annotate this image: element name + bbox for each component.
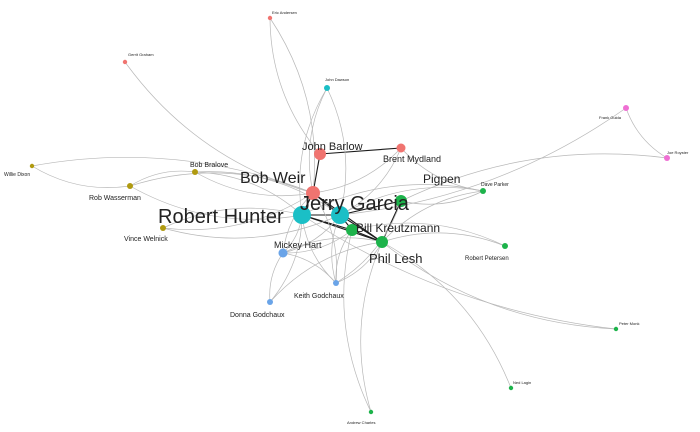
node-joe-royster[interactable]	[664, 155, 670, 161]
label-john-barlow: John Barlow	[302, 141, 363, 153]
label-joe-royster: Joe Royster	[667, 150, 689, 155]
edge-robert-hunter-rob-wasserman	[129, 185, 303, 220]
label-john-dawson: John Dawson	[325, 77, 349, 82]
label-bill-kreutzmann: Bill Kreutzmann	[356, 221, 440, 235]
edge-willie-dixon-rob-wasserman	[31, 165, 131, 188]
edge-robert-hunter-dave-parker	[301, 184, 484, 216]
label-donna-godchaux: Donna Godchaux	[230, 312, 285, 319]
edge-jerry-garcia-brent-mydland	[339, 147, 402, 216]
edge-pigpen-dave-parker	[400, 190, 484, 205]
node-eric-andersen[interactable]	[267, 15, 273, 21]
edge-phil-lesh-ned-lagin	[381, 241, 512, 389]
label-phil-lesh: Phil Lesh	[369, 251, 422, 266]
edge-frank-guida-joe-royster	[625, 107, 668, 159]
node-bob-bralove[interactable]	[192, 169, 198, 175]
label-gerrit-graham: Gerrit Graham	[128, 52, 154, 57]
edge-phil-lesh-donna-godchaux	[269, 241, 383, 303]
node-rob-wasserman[interactable]	[127, 183, 133, 189]
edge-mickey-hart-keith-godchaux	[282, 252, 337, 284]
edge-john-dawson-jerry-garcia	[326, 87, 347, 216]
edge-phil-lesh-mickey-hart	[282, 237, 383, 254]
label-peter-monk: Peter Monk	[619, 321, 639, 326]
edge-robert-hunter-vince-welnick	[162, 207, 303, 229]
node-phil-lesh[interactable]	[376, 236, 388, 248]
edge-jerry-garcia-vince-welnick	[162, 214, 341, 239]
label-ned-lagin: Ned Lagin	[513, 380, 531, 385]
edge-bill-kreutzmann-andrew-charles	[343, 229, 372, 413]
edge-bob-weir-john-dawson	[308, 87, 328, 194]
node-brent-mydland[interactable]	[396, 143, 406, 153]
label-keith-godchaux: Keith Godchaux	[294, 293, 344, 300]
edge-bill-kreutzmann-robert-petersen	[351, 222, 506, 247]
node-peter-monk[interactable]	[613, 326, 619, 332]
node-andrew-charles[interactable]	[368, 409, 374, 415]
edge-rob-wasserman-bob-bralove	[129, 170, 196, 187]
edge-jerry-garcia-dave-parker	[339, 187, 484, 216]
edge-bill-kreutzmann-mickey-hart	[282, 229, 353, 254]
nodes-layer	[29, 15, 670, 415]
label-rob-wasserman: Rob Wasserman	[89, 195, 141, 202]
node-robert-hunter[interactable]	[293, 206, 311, 224]
edge-bob-weir-eric-andersen	[269, 17, 315, 194]
label-mickey-hart: Mickey Hart	[274, 240, 322, 250]
edge-brent-mydland-dave-parker	[400, 147, 484, 192]
edge-robert-hunter-john-dawson	[299, 87, 328, 216]
edge-jerry-garcia-bob-bralove	[194, 171, 341, 216]
edge-phil-lesh-robert-petersen	[381, 232, 506, 247]
edge-bob-weir-brent-mydland	[312, 147, 402, 194]
edge-bob-weir-vince-welnick	[162, 192, 314, 230]
edge-jerry-garcia-frank-guida	[339, 107, 627, 216]
node-donna-godchaux[interactable]	[267, 299, 273, 305]
edge-phil-lesh-andrew-charles	[360, 241, 383, 413]
edge-robert-hunter-donna-godchaux	[269, 214, 303, 303]
node-mickey-hart[interactable]	[278, 248, 288, 258]
edge-phil-lesh-peter-monk	[381, 241, 617, 330]
edge-mickey-hart-donna-godchaux	[269, 252, 284, 303]
label-dave-parker: Dave Parker	[481, 182, 509, 188]
node-ned-lagin[interactable]	[508, 385, 514, 391]
node-robert-petersen[interactable]	[502, 243, 508, 249]
label-eric-andersen: Eric Andersen	[272, 10, 297, 15]
node-frank-guida[interactable]	[623, 105, 629, 111]
label-robert-petersen: Robert Petersen	[465, 256, 509, 262]
node-john-barlow[interactable]	[314, 148, 326, 160]
edge-pigpen-joe-royster	[400, 153, 668, 202]
edge-phil-lesh-keith-godchaux	[335, 241, 383, 284]
node-pigpen[interactable]	[395, 195, 407, 207]
edge-phil-lesh-dave-parker	[381, 190, 484, 243]
edge-john-barlow-eric-andersen	[269, 17, 321, 155]
label-willie-dixon: Willie Dixon	[4, 172, 30, 178]
node-dave-parker[interactable]	[480, 188, 486, 194]
node-vince-welnick[interactable]	[160, 225, 166, 231]
edge-bob-weir-keith-godchaux	[312, 192, 337, 284]
label-vince-welnick: Vince Welnick	[124, 236, 168, 243]
label-bob-weir: Bob Weir	[240, 170, 306, 187]
node-bill-kreutzmann[interactable]	[346, 224, 358, 236]
edge-bob-weir-willie-dixon	[31, 156, 314, 194]
edge-bob-weir-gerrit-graham	[124, 61, 314, 194]
label-brent-mydland: Brent Mydland	[383, 154, 441, 164]
label-bob-bralove: Bob Bralove	[190, 162, 228, 169]
node-gerrit-graham[interactable]	[122, 59, 128, 65]
node-jerry-garcia[interactable]	[331, 206, 349, 224]
node-keith-godchaux[interactable]	[333, 280, 339, 286]
node-john-dawson[interactable]	[324, 85, 330, 91]
node-willie-dixon[interactable]	[29, 163, 35, 169]
label-pigpen: Pigpen	[423, 172, 460, 186]
edge-bob-weir-bob-bralove	[194, 171, 314, 197]
node-bob-weir[interactable]	[306, 186, 320, 200]
edge-jerry-garcia-pigpen	[339, 200, 402, 216]
label-andrew-charles: Andrew Charles	[347, 420, 375, 425]
edge-john-barlow-brent-mydland	[319, 147, 402, 155]
label-jerry-garcia: Jerry Garcia	[300, 193, 410, 215]
label-robert-hunter: Robert Hunter	[158, 206, 284, 228]
label-frank-guida: Frank Guida	[599, 115, 622, 120]
edges-layer	[31, 17, 668, 413]
edge-pigpen-keith-godchaux	[335, 200, 402, 284]
